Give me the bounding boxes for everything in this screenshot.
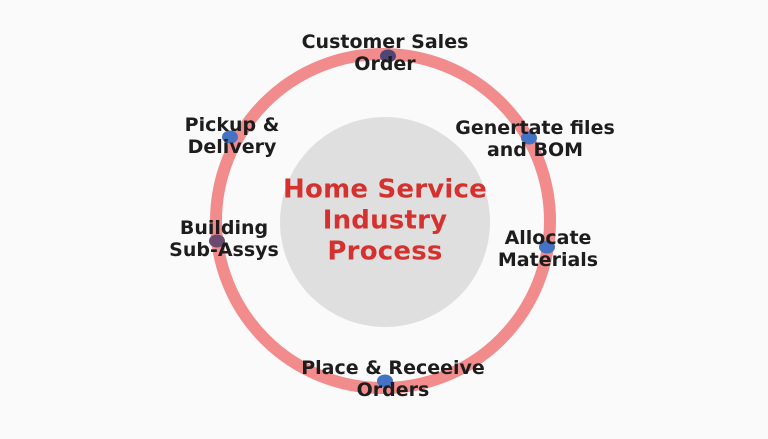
diagram-title-line-2: Industry [322,205,448,236]
customer-sales-order-label-line: Customer Sales [301,31,469,53]
building-sub-assys-dot [209,234,225,248]
diagram-title-line-1: Home Service [283,174,487,205]
pickup-delivery-label-line: Delivery [187,136,277,158]
customer-sales-order-label-line: Order [354,53,416,75]
building-sub-assys-label-line: Sub-Assys [169,239,279,261]
place-receive-orders-dot [377,374,393,388]
allocate-materials-label-line: Materials [497,249,599,271]
pickup-delivery-label-line: Pickup & [184,114,280,136]
diagram-title-line-3: Process [327,236,443,267]
pickup-delivery-dot [222,130,238,144]
generate-files-bom-dot [521,131,537,145]
place-receive-orders-label-line: Orders [356,379,430,401]
generate-files-bom-label-line: and BOM [486,139,584,161]
place-receive-orders-label-line: Place & Receeive [301,357,485,379]
building-sub-assys-label-line: Building [179,217,269,239]
customer-sales-order-dot [380,49,396,63]
allocate-materials-dot [539,240,555,254]
diagram-title: Home Service Industry Process [275,175,495,268]
pickup-delivery-label: Pickup &Delivery [185,114,280,158]
generate-files-bom-label-line: Genertate files [455,117,615,139]
allocate-materials-label-line: Allocate [504,227,592,249]
center-circle [280,117,490,327]
